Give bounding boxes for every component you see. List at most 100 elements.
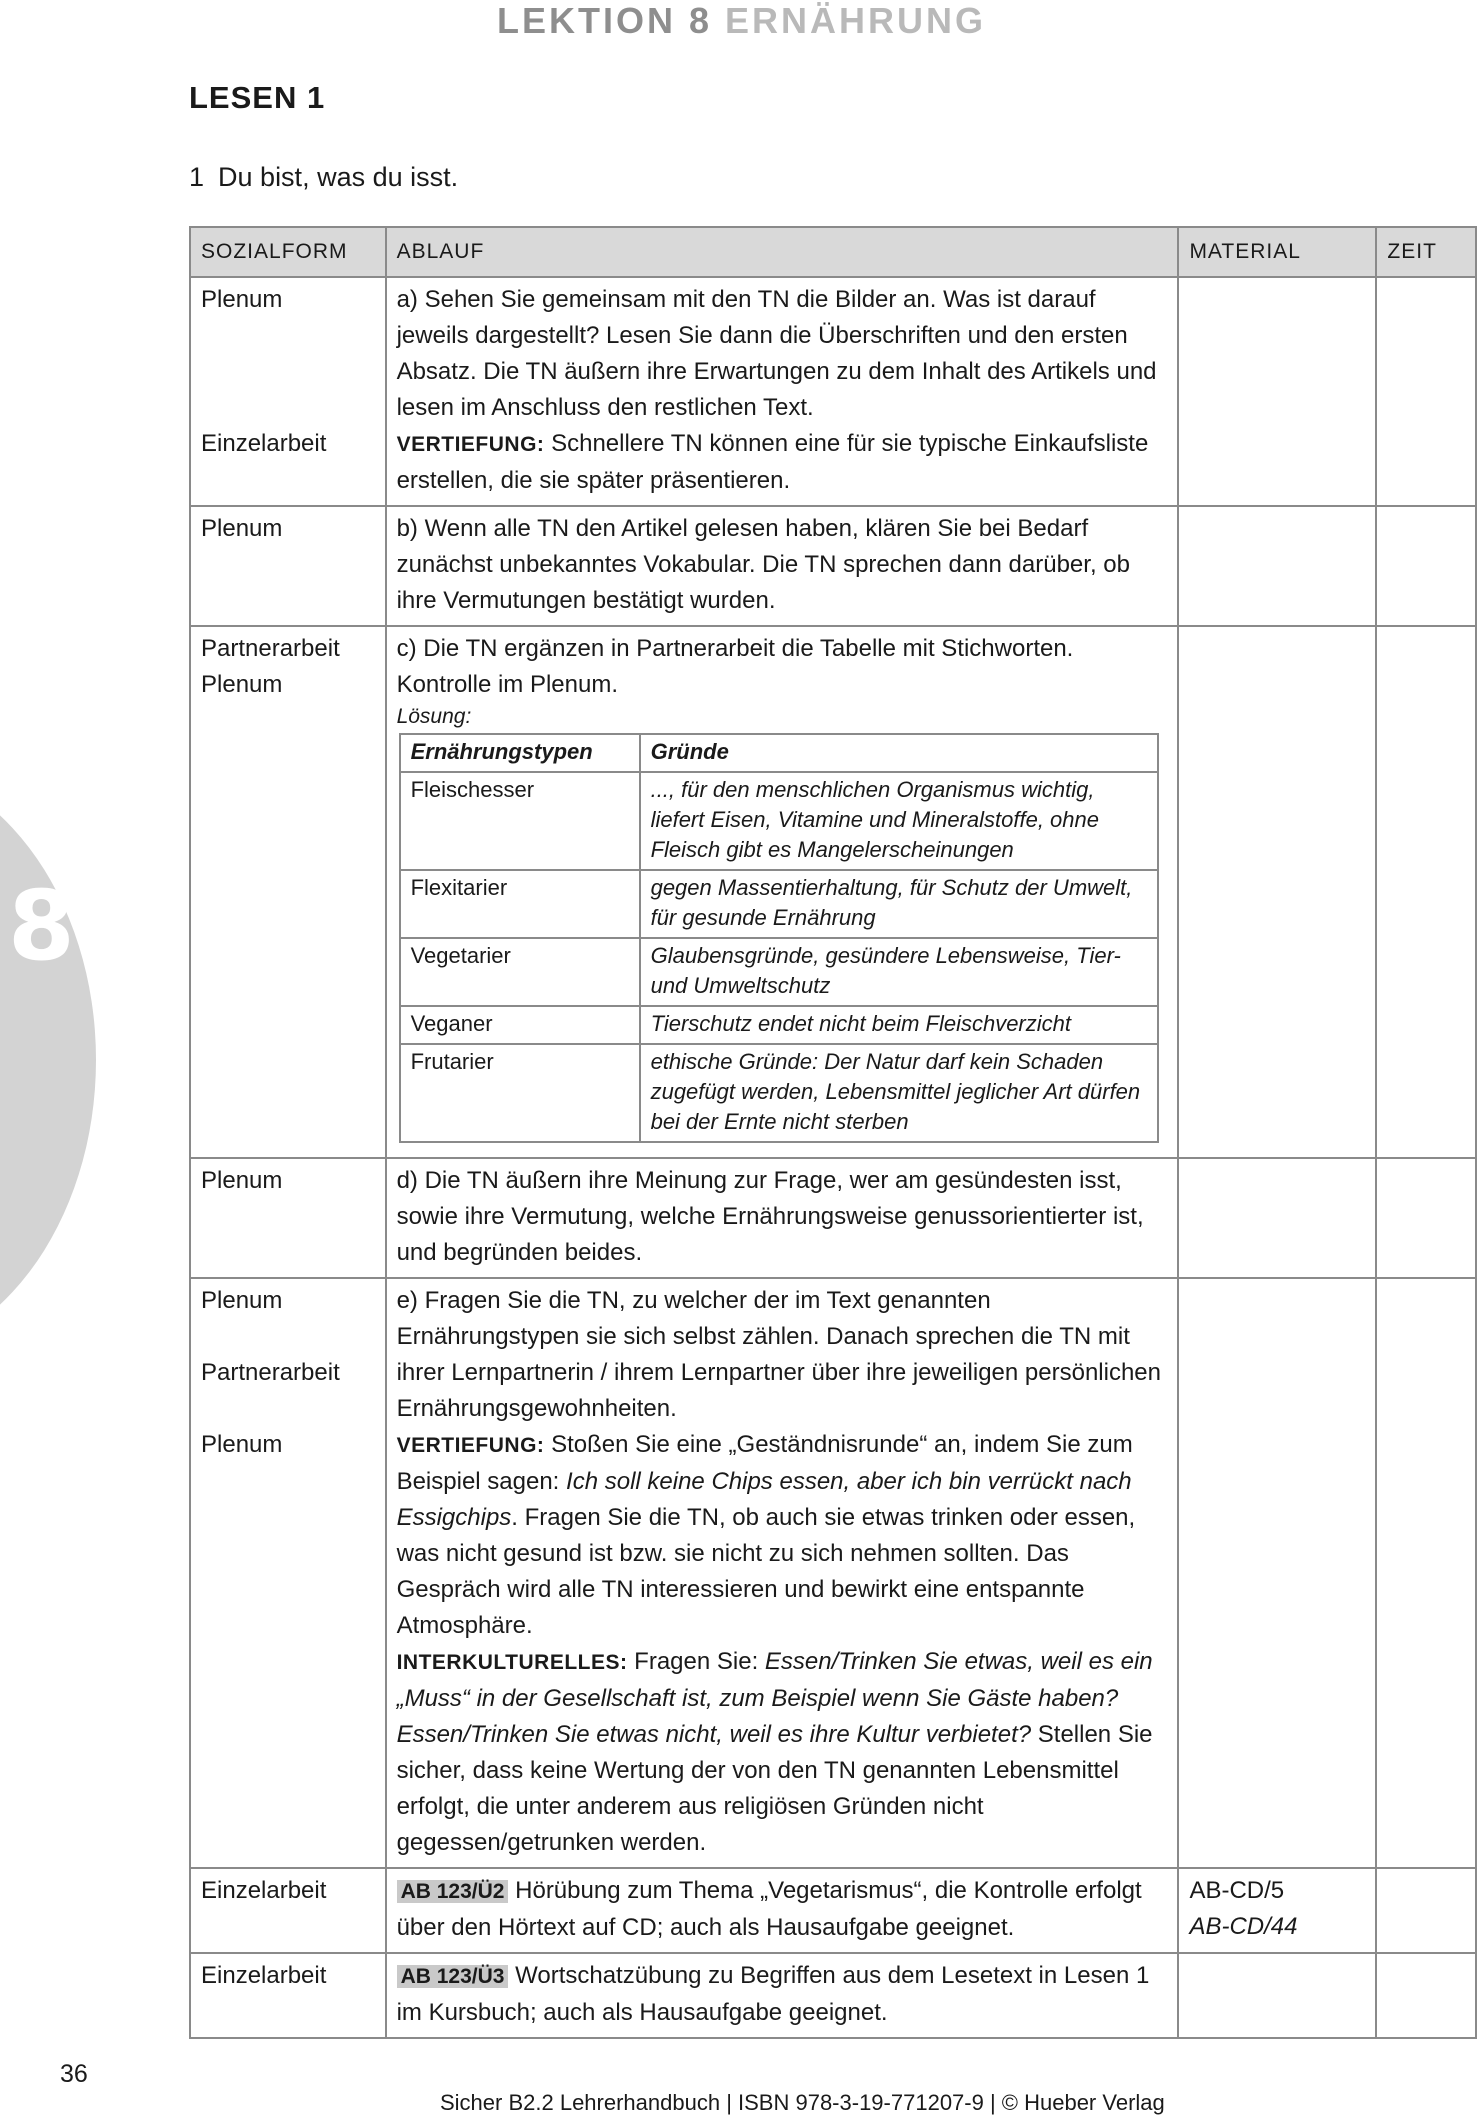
ablauf-cell: AB 123/Ü3 Wortschatzübung zu Begriffen a… — [384, 1952, 1180, 2039]
solution-row: Fleischesser ..., für den menschlichen O… — [398, 771, 1159, 871]
solution-typ: Fleischesser — [398, 771, 641, 871]
sozialform-cell: Einzelarbeit — [189, 1952, 387, 2039]
solution-row: Vegetarier Glaubensgründe, gesündere Leb… — [398, 937, 1159, 1007]
vertiefung-label: VERTIEFUNG: — [396, 1434, 545, 1457]
ablauf-text: . Fragen Sie die TN, ob auch sie etwas t… — [396, 1504, 1136, 1639]
sozialform-value: Plenum — [201, 515, 283, 542]
solution-row: Veganer Tierschutz endet nicht beim Flei… — [398, 1005, 1159, 1045]
sozialform-cell: Partnerarbeit Plenum — [189, 625, 387, 1159]
header-zeit: ZEIT — [1375, 226, 1477, 278]
material-value: AB-CD/44 — [1189, 1913, 1298, 1940]
sozialform-value: Einzelarbeit — [201, 1962, 327, 1989]
header-lektion: LEKTION 8 — [496, 0, 712, 41]
zeit-cell — [1375, 1277, 1477, 1869]
sozialform-cell: Plenum Einzelarbeit — [189, 276, 387, 507]
ablauf-cell: AB 123/Ü2 Hörübung zum Thema „Vegetarism… — [384, 1867, 1180, 1954]
sozialform-value: Plenum — [201, 1167, 283, 1194]
table-row: Plenum d) Die TN äußern ihre Meinung zur… — [189, 1157, 1477, 1279]
table-header-row: SOZIALFORM ABLAUF MATERIAL ZEIT — [189, 226, 1477, 278]
solution-row: Flexitarier gegen Massentierhaltung, für… — [398, 869, 1159, 939]
page-number: 36 — [60, 2060, 88, 2088]
solution-grund: Tierschutz endet nicht beim Fleischverzi… — [638, 1005, 1159, 1045]
solution-typ: Frutarier — [398, 1043, 641, 1143]
solution-grund: Glaubensgründe, gesündere Lebensweise, T… — [638, 937, 1159, 1007]
ablauf-cell: a) Sehen Sie gemeinsam mit den TN die Bi… — [384, 276, 1180, 507]
ablauf-text: a) Sehen Sie gemeinsam mit den TN die Bi… — [396, 286, 1157, 421]
sozialform-value: Plenum — [201, 286, 283, 313]
header-thema: ERNÄHRUNG — [725, 0, 987, 41]
section-title: LESEN 1 — [189, 80, 326, 115]
example-quote: Ich soll keine Chips essen, aber ich bin… — [396, 1468, 1132, 1531]
ablauf-text: Stellen Sie sicher, dass keine Wertung d… — [396, 1721, 1153, 1856]
table-row: Plenum Einzelarbeit a) Sehen Sie gemeins… — [189, 276, 1477, 507]
material-cell — [1177, 1277, 1378, 1869]
ablauf-cell: d) Die TN äußern ihre Meinung zur Frage,… — [384, 1157, 1180, 1279]
ablauf-cell: b) Wenn alle TN den Artikel gelesen habe… — [384, 505, 1180, 627]
sozialform-value: Plenum — [201, 1287, 283, 1314]
exercise-title: 1 Du bist, was du isst. — [189, 162, 458, 193]
zeit-cell — [1375, 505, 1477, 627]
zeit-cell — [1375, 1952, 1477, 2039]
workbook-reference-tag: AB 123/Ü2 — [396, 1880, 509, 1903]
sozialform-cell: Plenum — [189, 1157, 387, 1279]
solution-grund: gegen Massentierhaltung, für Schutz der … — [638, 869, 1159, 939]
material-cell — [1177, 1952, 1378, 2039]
table-row: Einzelarbeit AB 123/Ü2 Hörübung zum Them… — [189, 1867, 1477, 1954]
table-row: Partnerarbeit Plenum c) Die TN ergänzen … — [189, 625, 1477, 1159]
exercise-title-text: Du bist, was du isst. — [218, 162, 459, 192]
chapter-number: 8 — [8, 870, 75, 982]
page-header: LEKTION 8 ERNÄHRUNG — [0, 0, 1483, 42]
ablauf-text: Schnellere TN können eine für sie typisc… — [396, 430, 1149, 494]
table-row: Einzelarbeit AB 123/Ü3 Wortschatzübung z… — [189, 1952, 1477, 2039]
zeit-cell — [1375, 1867, 1477, 1954]
ablauf-text: Wortschatzübung zu Begriffen aus dem Les… — [396, 1962, 1150, 2026]
zeit-cell — [1375, 276, 1477, 507]
vertiefung-label: VERTIEFUNG: — [396, 433, 545, 456]
material-cell — [1177, 625, 1378, 1159]
sozialform-value: Plenum — [201, 671, 283, 698]
example-question: Essen/Trinken Sie etwas, weil es ein „Mu… — [396, 1648, 1153, 1748]
table-row: Plenum b) Wenn alle TN den Artikel geles… — [189, 505, 1477, 627]
ablauf-text: c) Die TN ergänzen in Partnerarbeit die … — [396, 635, 1074, 698]
interkulturelles-label: INTERKULTURELLES: — [396, 1651, 628, 1674]
chapter-side-tab: 8 — [0, 760, 96, 1360]
ablauf-text: b) Wenn alle TN den Artikel gelesen habe… — [396, 515, 1130, 614]
sozialform-value: Einzelarbeit — [201, 1877, 327, 1904]
ablauf-cell: c) Die TN ergänzen in Partnerarbeit die … — [384, 625, 1180, 1159]
zeit-cell — [1375, 625, 1477, 1159]
sozialform-value: Partnerarbeit — [201, 635, 340, 662]
sozialform-value: Partnerarbeit — [201, 1359, 340, 1386]
lesson-plan-table: SOZIALFORM ABLAUF MATERIAL ZEIT Plenum E… — [189, 226, 1477, 2039]
sozialform-cell: Plenum — [189, 505, 387, 627]
exercise-number: 1 — [189, 162, 205, 192]
material-cell — [1177, 276, 1378, 507]
header-sozialform: SOZIALFORM — [189, 226, 387, 278]
ablauf-text: Stoßen Sie eine „Geständnisrunde“ an, in… — [396, 1431, 1133, 1495]
ablauf-cell: e) Fragen Sie die TN, zu welcher der im … — [384, 1277, 1180, 1869]
material-cell: AB-CD/5 AB-CD/44 — [1177, 1867, 1378, 1954]
solution-header-row: Ernährungstypen Gründe — [398, 733, 1159, 773]
header-ablauf: ABLAUF — [384, 226, 1180, 278]
material-cell — [1177, 1157, 1378, 1279]
solution-header-grund: Gründe — [638, 733, 1159, 773]
material-value: AB-CD/5 — [1189, 1877, 1285, 1904]
table-row: Plenum Partnerarbeit Plenum e) Fragen Si… — [189, 1277, 1477, 1869]
loesung-label: Lösung: — [396, 705, 472, 728]
ablauf-text: d) Die TN äußern ihre Meinung zur Frage,… — [396, 1167, 1144, 1266]
footer-copyright: Sicher B2.2 Lehrerhandbuch | ISBN 978-3-… — [440, 2090, 1165, 2115]
solution-grund: ..., für den menschlichen Organismus wic… — [638, 771, 1159, 871]
ablauf-text: Hörübung zum Thema „Vegetarismus“, die K… — [396, 1877, 1142, 1941]
sozialform-value: Plenum — [201, 1431, 283, 1458]
solution-typ: Veganer — [398, 1005, 641, 1045]
material-cell — [1177, 505, 1378, 627]
header-material: MATERIAL — [1177, 226, 1378, 278]
ablauf-text: Fragen Sie: — [627, 1648, 765, 1675]
ablauf-text: e) Fragen Sie die TN, zu welcher der im … — [396, 1287, 1161, 1422]
solution-header-typ: Ernährungstypen — [398, 733, 641, 773]
solution-table: Ernährungstypen Gründe Fleischesser ...,… — [398, 733, 1159, 1143]
sozialform-cell: Einzelarbeit — [189, 1867, 387, 1954]
workbook-reference-tag: AB 123/Ü3 — [396, 1965, 509, 1988]
solution-typ: Vegetarier — [398, 937, 641, 1007]
chapter-tab-shape — [0, 760, 96, 1360]
sozialform-cell: Plenum Partnerarbeit Plenum — [189, 1277, 387, 1869]
